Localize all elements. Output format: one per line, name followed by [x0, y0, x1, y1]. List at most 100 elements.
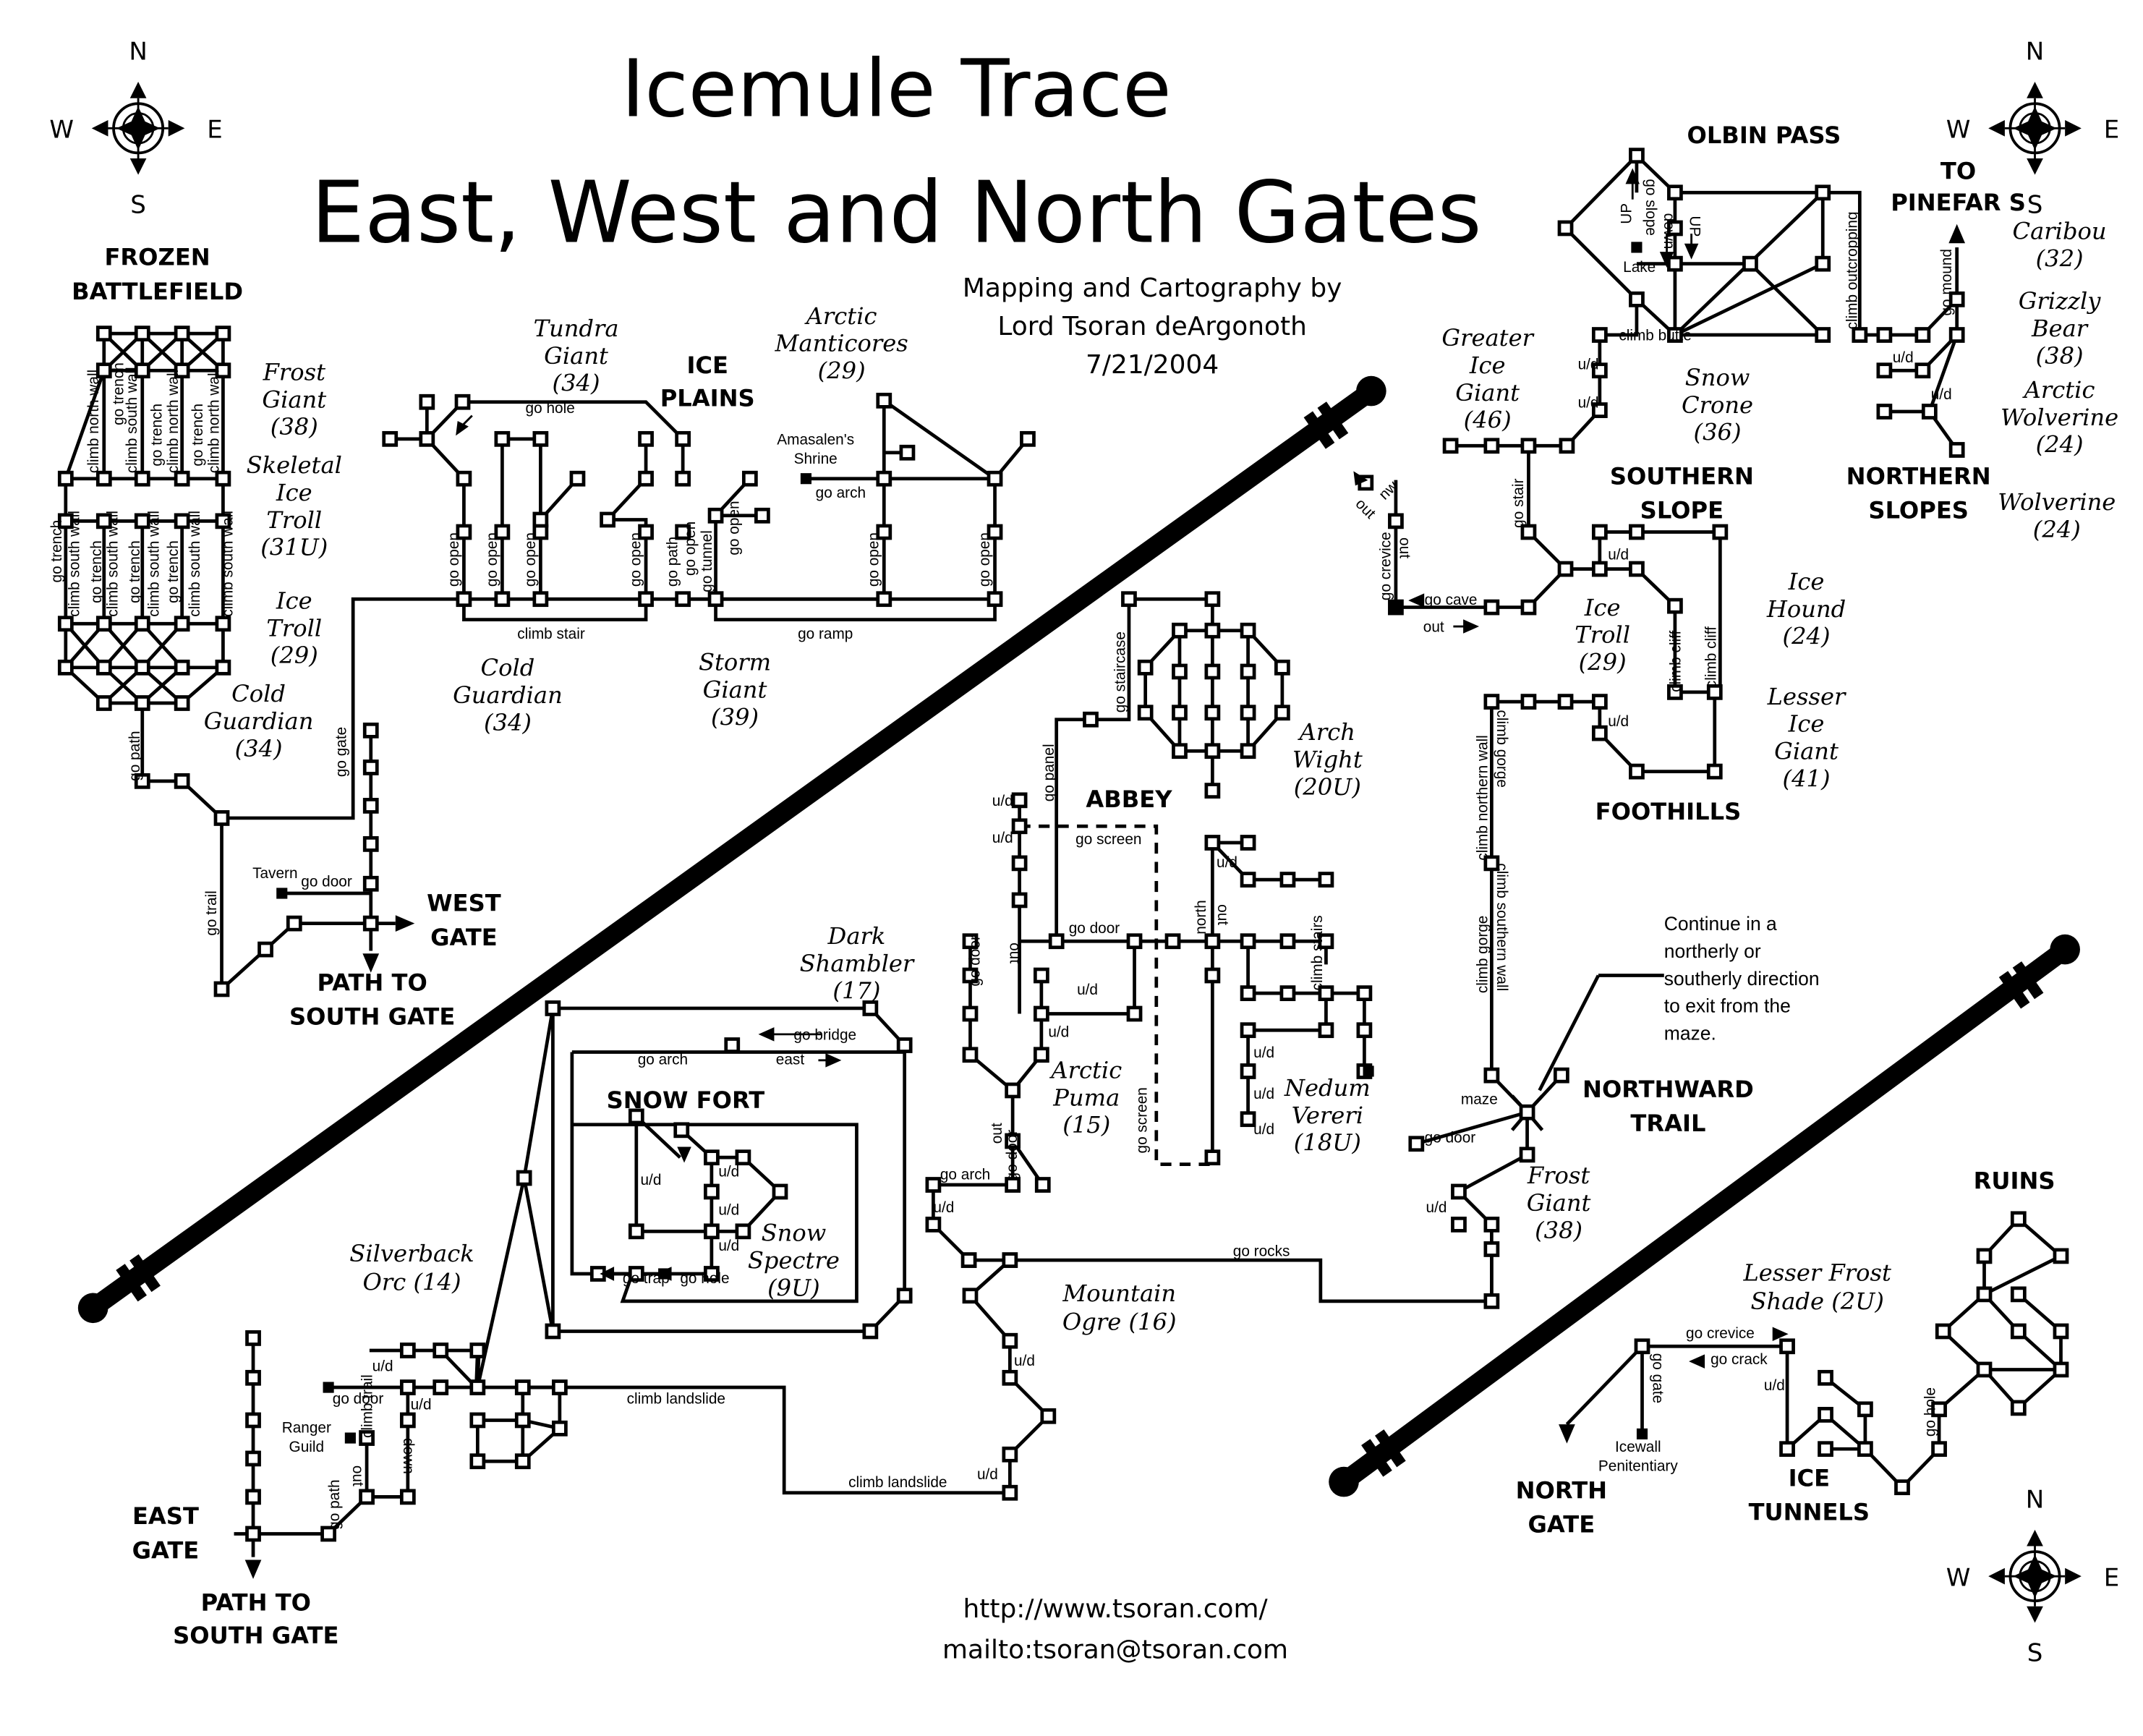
room-node	[962, 967, 979, 984]
creature-lesser-ice-giant: Lesser Ice Giant (41)	[1767, 683, 1846, 793]
room-node	[57, 659, 74, 676]
room-node	[245, 1330, 261, 1346]
path-label: go door	[1425, 1129, 1476, 1146]
path-label: go hole	[526, 400, 575, 417]
room-node	[257, 941, 273, 958]
credit-line1: Mapping and Cartography by	[963, 273, 1342, 303]
room-node	[433, 1379, 449, 1395]
creature-caribou: Caribou (32)	[2013, 218, 2107, 273]
room-node	[876, 591, 892, 608]
room-node	[1876, 404, 1893, 420]
room-node	[1240, 1111, 1256, 1128]
room-node	[399, 1489, 416, 1505]
room-node	[704, 1266, 720, 1282]
creature-ice-hound: Ice Hound (24)	[1766, 568, 1846, 650]
creature-line: Arctic	[1049, 1056, 1122, 1084]
room-node	[1005, 1177, 1021, 1193]
creature-arctic-wolverine: Arctic Wolverine (24)	[2001, 376, 2118, 459]
path-label: go arch	[638, 1052, 688, 1068]
path-label: go arch	[816, 485, 866, 501]
path-label: go open	[976, 532, 993, 587]
room-node	[419, 430, 435, 447]
path-label: u/d	[1578, 394, 1599, 411]
room-node	[1634, 1338, 1650, 1355]
room-node	[95, 326, 112, 342]
creature-line: Ice	[276, 479, 312, 506]
region-west-gate-line1: WEST	[427, 890, 501, 917]
creature-line: Caribou	[2013, 218, 2107, 245]
room-node	[1667, 597, 1683, 614]
room-node	[1483, 1241, 1500, 1257]
room-node	[456, 524, 472, 540]
path-label: out	[1214, 904, 1231, 925]
room-node	[1894, 1479, 1910, 1496]
room-node	[1706, 684, 1723, 700]
room-node	[1948, 327, 1965, 343]
room-node	[551, 1379, 568, 1395]
creature-line: (24)	[2033, 516, 2081, 543]
room-node	[1742, 255, 1758, 272]
room-node	[987, 470, 1003, 487]
path-label: climb south wall	[187, 511, 203, 617]
room-node	[876, 392, 892, 409]
room-node	[1483, 1293, 1500, 1309]
path-label: u/d	[977, 1466, 998, 1483]
place-ranger-line1: Ranger	[282, 1419, 331, 1436]
room-node	[1033, 1047, 1049, 1063]
region-path-south-b-line1: PATH TO	[201, 1588, 311, 1616]
path-label: u/d	[1426, 1199, 1447, 1216]
room-node	[1591, 524, 1608, 540]
room-node	[1629, 524, 1645, 540]
path-label: go crevice	[1377, 532, 1394, 600]
room-node	[962, 1047, 979, 1063]
room-node	[362, 798, 379, 814]
credit-mail: mailto:tsoran@tsoran.com	[942, 1635, 1288, 1665]
room-node	[1976, 1361, 1993, 1378]
path-label: go gate	[1650, 1353, 1666, 1403]
room-node	[1240, 622, 1256, 639]
room-node	[987, 524, 1003, 540]
room-node	[245, 1489, 261, 1505]
path-label: go open	[726, 501, 743, 555]
compass-n: N	[2026, 38, 2044, 67]
path-label: go open	[446, 532, 462, 587]
place-labels: Amasalen's Shrine Tavern Lake Ranger Gui…	[252, 259, 1678, 1474]
creature-line: (15)	[1062, 1111, 1110, 1139]
room-node	[1204, 705, 1221, 721]
room-node	[1408, 1136, 1425, 1152]
maze-note-line: Continue in a	[1664, 913, 1777, 935]
creature-lesser-frost-shade: Lesser Frost Shade (2U)	[1742, 1259, 1891, 1315]
room-node	[1779, 1441, 1795, 1458]
room-node	[1033, 967, 1049, 984]
path-label: go tunnel	[699, 530, 715, 592]
room-node	[359, 1430, 375, 1446]
place-icewall-line1: Icewall	[1615, 1439, 1661, 1455]
room-node	[673, 1122, 690, 1139]
room-node	[1629, 291, 1645, 307]
creature-line: Ice	[1788, 710, 1825, 738]
creature-line: Lesser Frost	[1742, 1259, 1891, 1286]
path-label: UP	[1618, 203, 1635, 224]
room-node	[1240, 835, 1256, 851]
path-label: u/d	[1608, 546, 1629, 563]
path-label: out	[1397, 537, 1413, 558]
room-node	[1274, 705, 1290, 721]
room-node	[174, 470, 190, 487]
room-node	[1164, 933, 1181, 950]
room-node	[1204, 1149, 1221, 1166]
region-labels: FROZEN BATTLEFIELD ICE PLAINS WEST GATE …	[72, 122, 2055, 1649]
region-north-gate-line2: GATE	[1528, 1511, 1595, 1539]
room-node	[1818, 1441, 1833, 1458]
creature-line: Giant	[1455, 379, 1520, 407]
creature-line: Guardian	[453, 681, 563, 709]
room-node	[551, 1420, 568, 1437]
room-node	[1318, 1022, 1334, 1039]
path-label: out	[349, 1465, 366, 1486]
compass-w: W	[1946, 116, 1971, 145]
room-node	[1876, 327, 1893, 343]
path-label: go screen	[1134, 1087, 1151, 1153]
room-node	[638, 524, 654, 540]
place-ranger-line2: Guild	[289, 1439, 325, 1455]
room-node	[399, 1343, 416, 1358]
creature-tundra-giant: Tundra Giant (34)	[534, 315, 619, 397]
